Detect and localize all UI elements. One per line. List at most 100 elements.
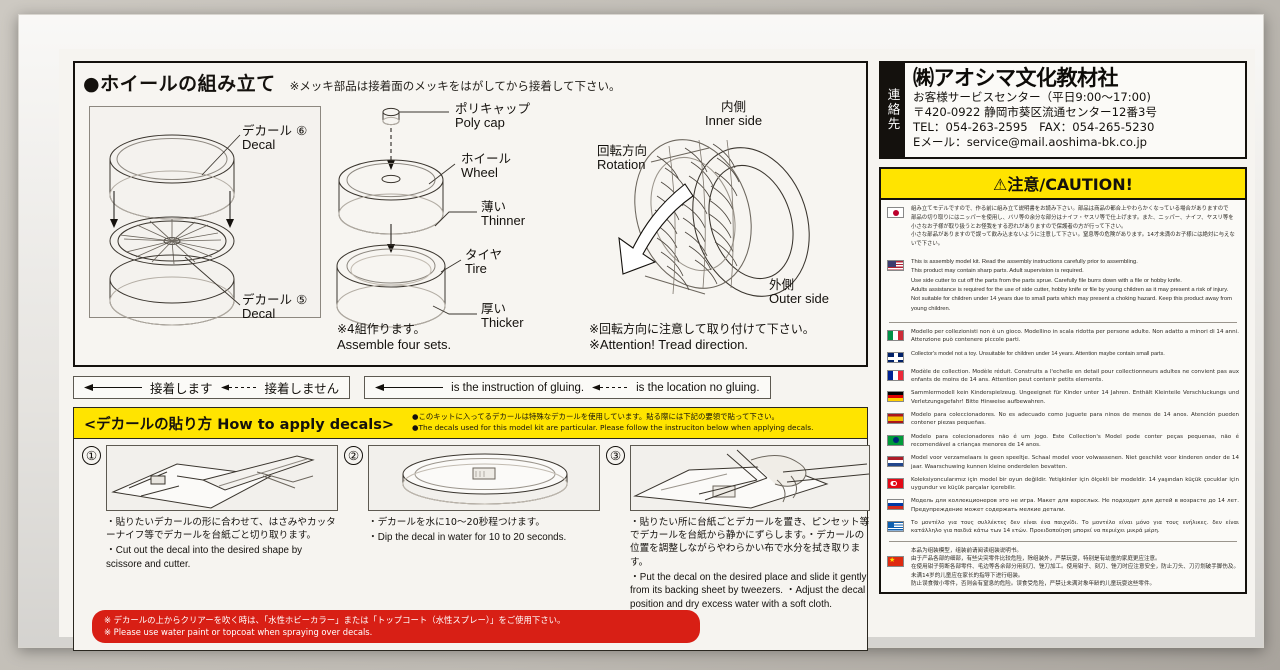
solid-arrow-icon-en bbox=[375, 383, 444, 392]
caution-row-usa: This is assembly model kit. Read the ass… bbox=[887, 258, 1239, 317]
label-rotation-jp: 回転方向 bbox=[597, 143, 648, 158]
flag-uk-icon bbox=[887, 351, 904, 363]
footnote-four-sets-en: Assemble four sets. bbox=[337, 337, 452, 352]
decal-bullet-en: ●The decals used for this model kit are … bbox=[412, 423, 814, 432]
decal-warning-en: ※ Please use water paint or topcoat when… bbox=[104, 627, 373, 638]
caution-jp-line-3: 小さな部品がありますので誤って飲み込まないように注意して下さい。窒息等の危険があ… bbox=[911, 232, 1235, 247]
decal-step-3-jp: ・貼りたい所に台紙ごとデカールを置き、ピンセット等でデカールを台紙から静かにずら… bbox=[630, 517, 870, 568]
decal-warning-banner: ※ デカールの上からクリアーを吹く時は、「水性ホビーカラー」または「トップコート… bbox=[92, 609, 700, 643]
caution-row-china: 本品为组装模型，组装前请阅读组装说明书。 由于产品各部的细部，有些尖突零件比较危… bbox=[887, 547, 1239, 589]
decal-step-3-number: ③ bbox=[606, 446, 625, 465]
company-info: ㈱アオシマ文化教材社 お客様サービスセンター（平日9:00〜17:00) 〒42… bbox=[905, 63, 1163, 157]
label-rotation-en: Rotation bbox=[597, 157, 646, 172]
caution-row-france: Modèle de collection. Modèle réduit. Con… bbox=[887, 368, 1239, 385]
caution-en-line-1: This is assembly model kit. Read the ass… bbox=[911, 258, 1138, 265]
decal-step-3: ③ bbox=[606, 445, 870, 613]
legend-noglue-en: is the location no gluing. bbox=[636, 381, 760, 394]
decal-banner: <デカールの貼り方 How to apply decals> ●このキットに入っ… bbox=[73, 407, 868, 439]
label-poly-cap-jp: ポリキャップ bbox=[455, 101, 531, 116]
caution-body: 組み立てモデルですので、作る前に組み立て説明書をお読み下さい。部品は商品の都合上… bbox=[881, 200, 1245, 592]
decal-step-1-text: ・貼りたいデカールの形に合わせて、はさみやカッターナイフ等でデカールを台紙ごと切… bbox=[82, 516, 338, 572]
label-inner-side-jp: 内側 bbox=[721, 99, 747, 114]
caution-text-russia: Модель для коллекционеров это не игра. М… bbox=[911, 498, 1239, 513]
label-outer-side: 外側 Outer side bbox=[769, 278, 829, 307]
label-thinner: 薄い Thinner bbox=[481, 200, 525, 229]
footnote-tread: ※回転方向に注意して取り付けて下さい。 ※Attention! Tread di… bbox=[589, 322, 815, 353]
caution-row-italy: Modello per collezionisti non è un gioco… bbox=[887, 328, 1239, 345]
label-thinner-en: Thinner bbox=[481, 213, 526, 228]
caution-row-greece: Το μοντέλο για τους συλλέκτες δεν είναι … bbox=[887, 519, 1239, 536]
legend-english: is the instruction of gluing. is the loc… bbox=[364, 376, 771, 399]
caution-en-line-5: Not suitable for children under 14 years… bbox=[911, 296, 1232, 312]
tweezers-slide-art bbox=[633, 449, 869, 509]
footnote-tread-en: ※Attention! Tread direction. bbox=[589, 337, 749, 352]
decal-bullet-jp: ●このキットに入ってるデカールは特殊なデカールを使用しています。貼る際には下記の… bbox=[412, 412, 779, 422]
legend-japanese: 接着します 接着しません bbox=[73, 376, 351, 399]
flag-netherlands-icon bbox=[887, 456, 904, 468]
wheel-tire-stack-art bbox=[336, 107, 477, 328]
company-side-label: 連絡先 bbox=[885, 88, 901, 132]
caution-text-greece: Το μοντέλο για τους συλλέκτες δεν είναι … bbox=[911, 520, 1239, 535]
caution-en-line-3: Use side cutter to cut off the parts fro… bbox=[911, 277, 1182, 284]
caution-text-germany: Sammlermodell kein Kinderspielzeug. Unge… bbox=[911, 390, 1239, 405]
caution-row-turkey: Koleksiyoncularımız için model bir oyun … bbox=[887, 476, 1239, 493]
label-tire-en: Tire bbox=[465, 261, 487, 276]
company-address: 〒420-0922 静岡市葵区流通センター12番3号 bbox=[913, 105, 1157, 120]
caution-text-brazil: Modelo para colecionadores não é um jogo… bbox=[911, 433, 1239, 448]
caution-row-russia: Модель для коллекционеров это не игра. М… bbox=[887, 497, 1239, 514]
caution-text-uk: Collector's model not a toy. Unsuitable … bbox=[911, 350, 1165, 357]
company-side-label-bar: 連絡先 bbox=[881, 63, 905, 157]
caution-cn-line-2: 由于产品各部的细部，有些尖突零件比较危险，除组装外，严禁玩耍，特别是有幼童的家庭… bbox=[911, 556, 1161, 563]
label-inner-side: 内側 Inner side bbox=[705, 100, 762, 129]
tire-direction-panel: 内側 Inner side 回転方向 Rotation 外側 Outer sid… bbox=[589, 100, 867, 352]
label-thicker-jp: 厚い bbox=[481, 301, 507, 316]
caution-divider bbox=[889, 322, 1237, 324]
caution-row-brazil: Modelo para colecionadores não é um jogo… bbox=[887, 433, 1239, 450]
decal-step-3-illustration bbox=[630, 445, 870, 511]
caution-en-line-4: Adults assistance is required for the us… bbox=[911, 286, 1229, 293]
decal-steps: ① bbox=[82, 445, 870, 613]
company-name: ㈱アオシマ文化教材社 bbox=[913, 66, 1118, 90]
caution-panel: ⚠注意/CAUTION! 組み立てモデルですので、作る前に組み立て説明書をお読み… bbox=[879, 167, 1247, 595]
wheel-assembly-section: ●ホイールの組み立て ※メッキ部品は接着面のメッキをはがしてから接着して下さい。 bbox=[73, 61, 868, 367]
caution-text-china: 本品为组装模型，组装前请阅读组装说明书。 由于产品各部的细部，有些尖突零件比较危… bbox=[911, 547, 1239, 589]
caution-en-line-2: This product may contain sharp parts. Ad… bbox=[911, 268, 1084, 275]
label-tire-jp: タイヤ bbox=[465, 247, 503, 262]
caution-japanese-text: 組み立てモデルですので、作る前に組み立て説明書をお読み下さい。部品は商品の都合上… bbox=[911, 205, 1239, 249]
decal-step-2: ② bbox=[344, 445, 600, 613]
dashed-arrow-icon-en bbox=[592, 383, 629, 392]
caution-header: ⚠注意/CAUTION! bbox=[881, 169, 1245, 200]
flag-italy-icon bbox=[887, 330, 904, 342]
assembly-note: ※メッキ部品は接着面のメッキをはがしてから接着して下さい。 bbox=[289, 79, 621, 93]
wheel-exploded-art bbox=[109, 134, 241, 326]
gluing-legend-row: 接着します 接着しません is the instruction of gluin… bbox=[73, 376, 868, 399]
caution-text-netherlands: Model voor verzamelaars is geen speeltje… bbox=[911, 455, 1239, 470]
footnote-four-sets-jp: ※4組作ります。 bbox=[337, 322, 426, 336]
caution-cn-line-3: 在使用钳子剪断各部零件、毛边等各余部分用刻刀、锉刀加工。使用钳子、刻刀、锉刀时应… bbox=[911, 564, 1239, 579]
instruction-page: ●ホイールの組み立て ※メッキ部品は接着面のメッキをはがしてから接着して下さい。 bbox=[59, 49, 1255, 651]
company-contact-box: 連絡先 ㈱アオシマ文化教材社 お客様サービスセンター（平日9:00〜17:00)… bbox=[879, 61, 1247, 159]
instruction-sheet: ●ホイールの組み立て ※メッキ部品は接着面のメッキをはがしてから接着して下さい。 bbox=[18, 14, 1264, 651]
footnote-four-sets: ※4組作ります。 Assemble four sets. bbox=[337, 322, 451, 353]
tire-tread-art bbox=[618, 139, 810, 297]
wheel-exploded-panel: デカール ⑥ Decal デカール ⑤ Decal bbox=[89, 106, 321, 326]
decal-steps-area: ① bbox=[73, 439, 870, 651]
legend-glue-jp: 接着します bbox=[150, 381, 213, 396]
decal-step-1-jp: ・貼りたいデカールの形に合わせて、はさみやカッターナイフ等でデカールを台紙ごと切… bbox=[106, 517, 336, 542]
label-tire: タイヤ Tire bbox=[465, 248, 502, 277]
flag-china-icon bbox=[887, 555, 904, 567]
label-decal-6-en: Decal bbox=[242, 137, 276, 152]
label-outer-side-jp: 外側 bbox=[769, 277, 795, 292]
caution-cn-line-4: 防止误食微小零件，否则会有窒息的危险。误食受危险，严禁让未满对象年龄的儿童玩耍这… bbox=[911, 580, 1156, 587]
flag-greece-icon bbox=[887, 521, 904, 533]
assembly-title: ●ホイールの組み立て bbox=[83, 73, 276, 95]
decal-banner-title: <デカールの貼り方 How to apply decals> bbox=[84, 416, 395, 433]
decal-warning-jp: ※ デカールの上からクリアーを吹く時は、「水性ホビーカラー」または「トップコート… bbox=[104, 614, 566, 625]
wheel-tire-stack-panel: ポリキャップ Poly cap ホイール Wheel 薄い Thinner bbox=[336, 100, 587, 348]
caution-jp-line-1: 組み立てモデルですので、作る前に組み立て説明書をお読み下さい。部品は商品の都合上… bbox=[911, 206, 1229, 212]
label-inner-side-en: Inner side bbox=[705, 113, 763, 128]
label-thinner-jp: 薄い bbox=[481, 199, 507, 214]
label-decal-6: デカール ⑥ Decal bbox=[242, 124, 307, 153]
decal-step-1-head: ① bbox=[82, 445, 338, 511]
